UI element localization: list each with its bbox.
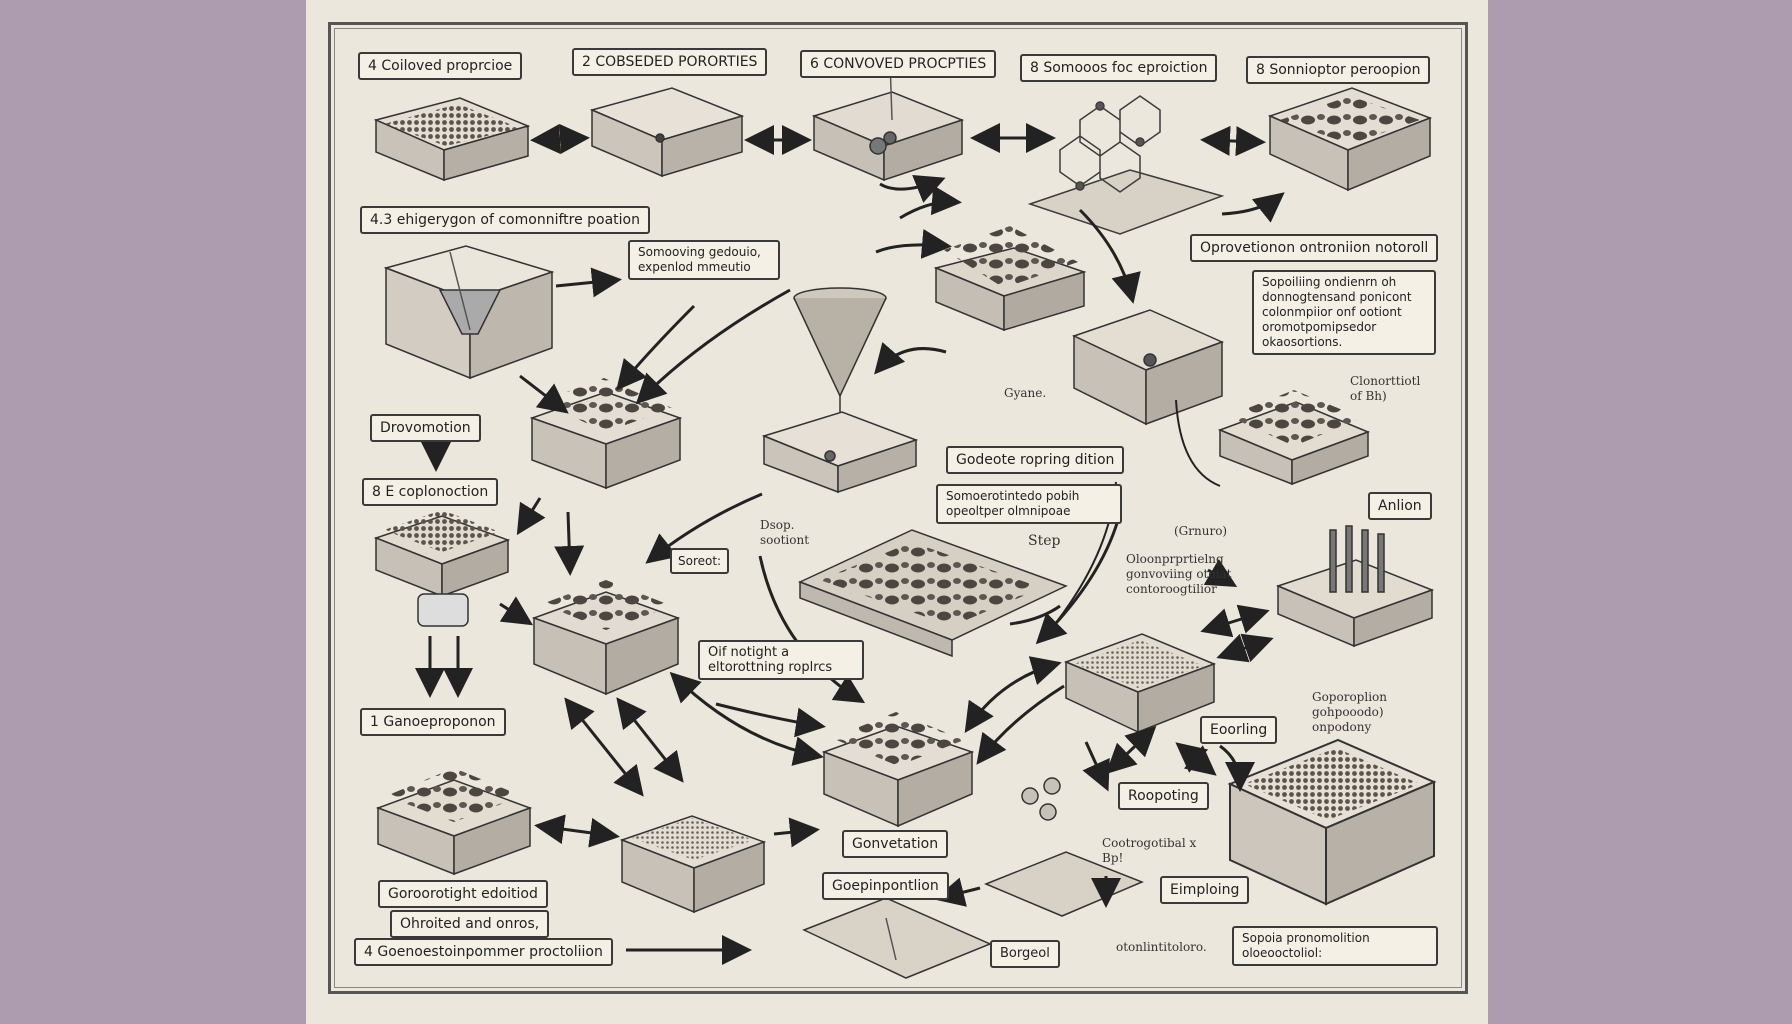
annotation-grnuro: (Grnuro) [1174, 524, 1228, 538]
tray-lower-center [821, 712, 975, 828]
funnel [793, 287, 887, 440]
label-drovomotion: Drovomotion [370, 414, 481, 442]
tray-bottom-mid [619, 815, 767, 914]
annotation-cootrogotibal: Cootrogotibal x Bp! [1102, 836, 1197, 865]
label-somooving-gedouio: Somooving gedouio, expenlod mmeutio [628, 240, 780, 280]
sample-plate [984, 777, 1144, 917]
label-anlion: Anlion [1368, 492, 1432, 520]
tray-hopper [373, 510, 511, 627]
annotation-step: Step [1028, 533, 1061, 549]
tray-1 [373, 97, 531, 182]
label-e-coplonoction: 8 E coplonoction [362, 478, 499, 506]
label-godeote-ropring: Godeote ropring dition [946, 446, 1125, 474]
label-cobseded-pororties: 2 COBSEDED PORORTIES [572, 48, 768, 76]
annotation-goporoplion: Goporoplion gohpooodo) onpodony [1312, 690, 1387, 734]
tray-lower-left [375, 768, 533, 876]
annotation-gyane: Gyane. [1004, 386, 1047, 400]
tray-growth-top [933, 226, 1087, 332]
tray-right-mid [1072, 309, 1224, 426]
molecule-lattice [1027, 95, 1225, 235]
annotation-oloonprprtielng: Oloonprprtielng gonvoviing otoiat contor… [1126, 552, 1232, 596]
collection-bin [1227, 738, 1437, 906]
tray-3 [811, 59, 965, 182]
annotation-clonorttiotl: Clonorttiotl of Bh) [1350, 374, 1421, 403]
electrode-tray [1275, 525, 1435, 648]
label-roopoting: Roopoting [1118, 782, 1209, 810]
label-ganoeproponon: 1 Ganoeproponon [360, 708, 506, 736]
label-soreot: Soreot: [670, 548, 730, 574]
tray-growth-left [529, 378, 683, 490]
tray-5 [1267, 87, 1433, 192]
inner-frame [334, 28, 1462, 988]
label-oif-notight: Oif notight a eltorottning roplrcs [698, 640, 864, 680]
tray-lower-right [1063, 633, 1217, 734]
connectors [415, 123, 1285, 965]
label-sopoia-pronomolition: Sopoia pronomolition oloeooctoliol: [1232, 926, 1438, 966]
label-sonnioptor-peroopion: 8 Sonnioptor peroopion [1246, 56, 1431, 84]
label-ehigerygon: 4.3 ehigerygon of comonniftre poation [360, 206, 650, 234]
label-ohroited: Ohroited and onros, [390, 910, 550, 938]
label-convoved-procpties: 6 CONVOVED PROCPTIES [800, 50, 997, 78]
label-goroorotight: Goroorotight edoitiod [378, 880, 548, 908]
annotation-dsop-sootiont: Dsop. sootiont [760, 518, 810, 547]
tray-growth-mid [531, 580, 681, 696]
label-sopoiliing-ondienrn: Sopoiliing ondienrn oh donnogtensand pon… [1252, 270, 1436, 355]
annotation-otonlintitoloro: otonlintitoloro. [1116, 940, 1207, 954]
outer-frame [328, 22, 1468, 994]
label-eimploing: Eimploing [1160, 876, 1250, 904]
label-somoerotintedo: Somoerotintedo pobih opeoltper olmnipoae [936, 484, 1122, 524]
label-coiloved-properties: 4 Coiloved proprcioe [358, 52, 523, 80]
sheet-plate [802, 897, 992, 979]
label-eoorling: Eoorling [1200, 716, 1278, 744]
label-goenoestoinpommer: 4 Goenoestoinpommer proctoliion [354, 938, 613, 966]
label-oprovetionon: Oprovetionon ontroniion notoroll [1190, 234, 1439, 262]
tray-right-growth [1217, 390, 1371, 486]
mesh-plate [798, 529, 1068, 658]
label-borgeol: Borgeol [990, 940, 1060, 968]
label-gonvetation: Gonvetation [842, 830, 949, 858]
tray-center [761, 411, 919, 494]
label-goepinpontlion: Goepinpontlion [822, 872, 949, 900]
label-somooos-eproiction: 8 Somooos foc eproiction [1020, 54, 1218, 82]
funnel-tank [383, 245, 555, 380]
tray-2 [589, 87, 745, 178]
